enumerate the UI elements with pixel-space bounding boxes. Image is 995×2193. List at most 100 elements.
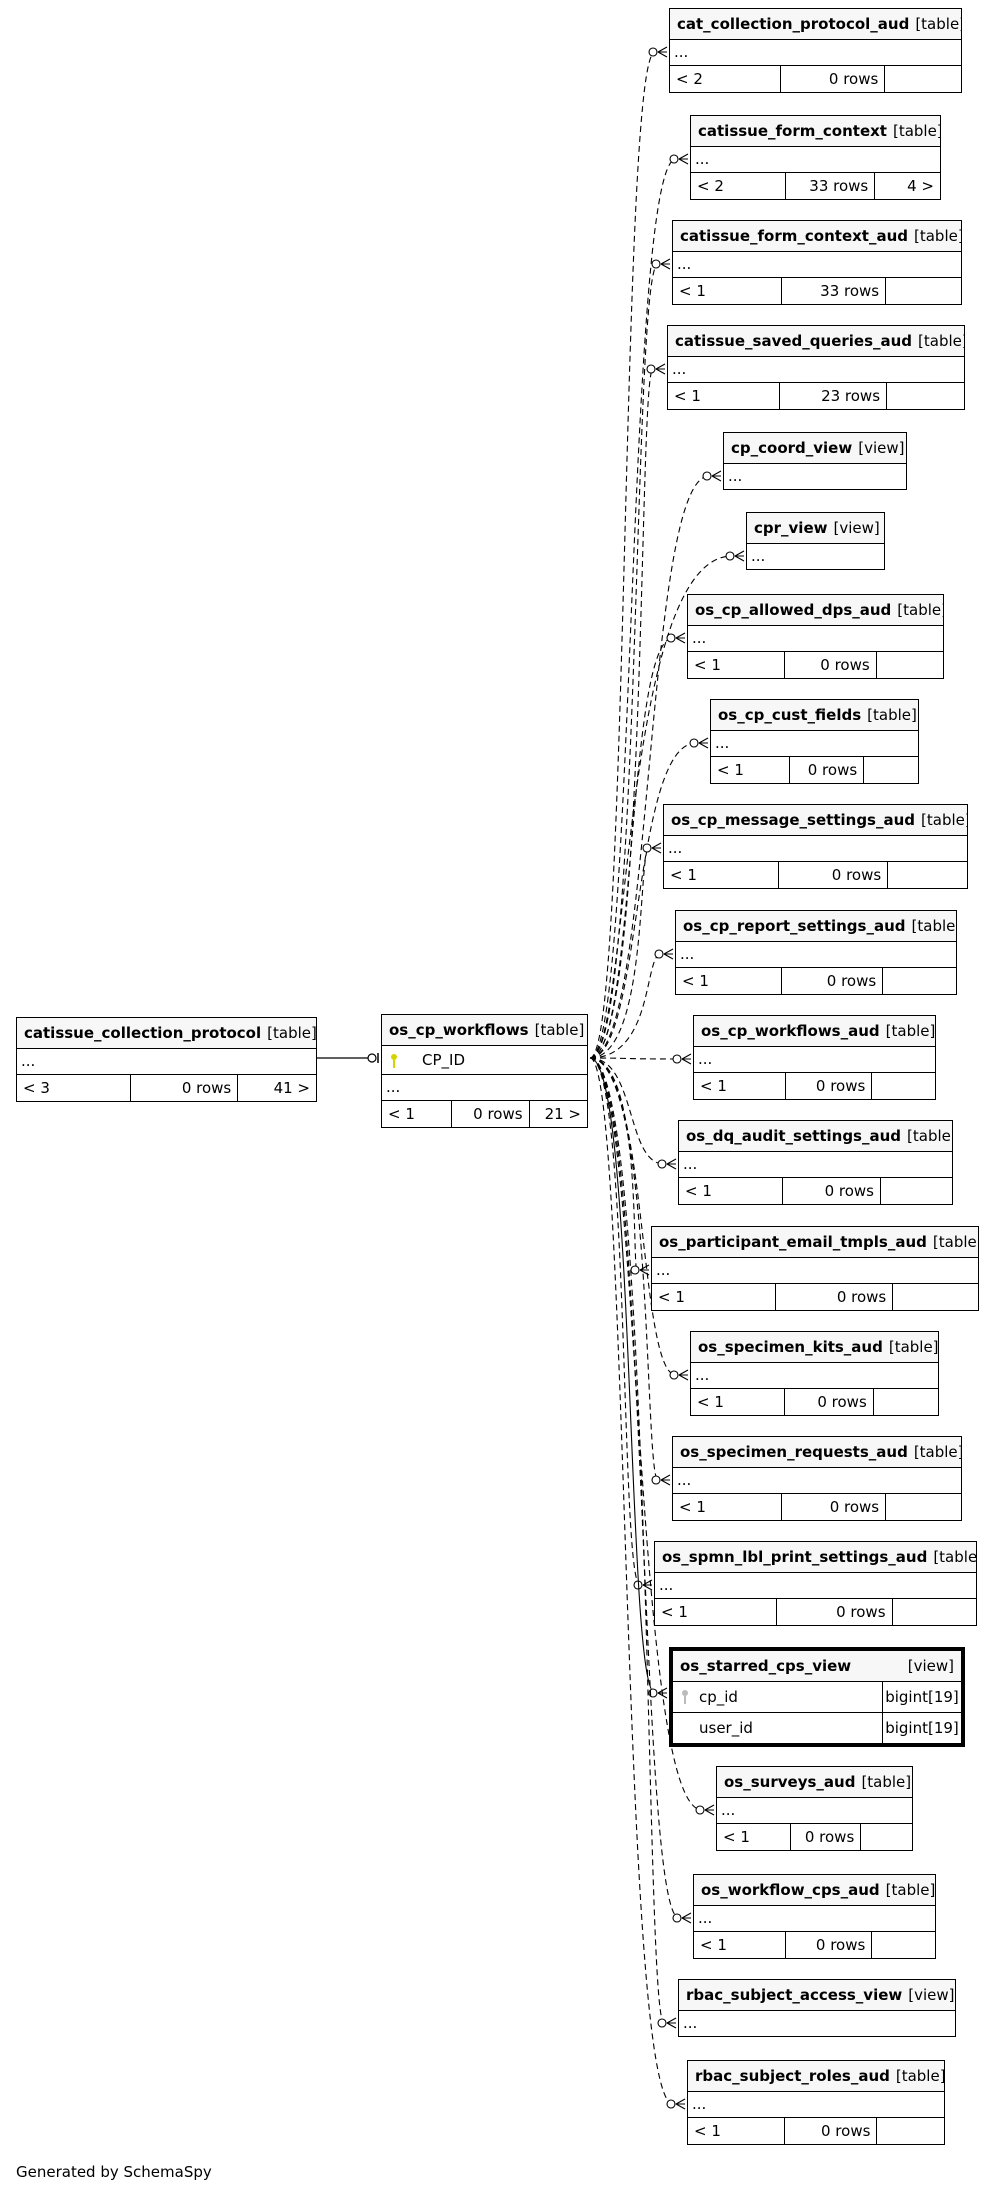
table-name: catissue_collection_protocol (24, 1024, 262, 1042)
table-header: catissue_saved_queries_aud [table] (668, 326, 964, 357)
parent-count: < 1 (664, 862, 780, 888)
link-optional-mark (642, 843, 652, 853)
columns-ellipsis: ... (694, 1047, 935, 1073)
table-name: catissue_saved_queries_aud (675, 332, 913, 350)
table-title: os_surveys_aud[table] (724, 1767, 911, 1797)
row-count: 0 rows (786, 1932, 873, 1958)
link-optional-mark (672, 1054, 682, 1064)
link-many-mark (666, 1158, 677, 1170)
table-kind: [table] (918, 332, 964, 350)
columns-ellipsis: ... (694, 1906, 935, 1932)
link-many-mark (704, 1804, 715, 1816)
columns-ellipsis: ... (728, 467, 743, 485)
link-many-mark (660, 258, 671, 270)
table-title: os_cp_message_settings_aud[table] (671, 805, 967, 835)
link-many-mark (678, 1369, 689, 1381)
table-title: rbac_subject_roles_aud[table] (695, 2061, 944, 2091)
parent-count: < 1 (691, 1389, 785, 1415)
columns-ellipsis: ... (683, 2014, 698, 2032)
child-table-cat-collection-protocol-aud[interactable]: cat_collection_protocol_aud[table]...< 2… (669, 8, 962, 93)
relationship-link (589, 1057, 665, 1165)
table-name: os_surveys_aud (724, 1773, 856, 1791)
table-header: os_participant_email_tmpls_aud[table] (652, 1227, 978, 1258)
child-table-cpr-view[interactable]: cpr_view[view]... (746, 512, 885, 570)
table-name: os_cp_workflows (389, 1021, 529, 1039)
link-optional-mark (669, 1370, 679, 1380)
row-count: 0 rows (781, 66, 886, 92)
child-count (874, 1389, 938, 1415)
child-count: 41 > (273, 1079, 310, 1097)
row-count: 0 rows (782, 968, 884, 994)
link-many-mark (675, 632, 686, 644)
table-header: catissue_form_context_aud[table] (673, 221, 961, 252)
child-table-os-cp-report-settings-aud[interactable]: os_cp_report_settings_aud[table]...< 10 … (675, 910, 957, 995)
child-count (888, 862, 967, 888)
main-table[interactable]: os_cp_workflows[table] CP_ID ... < 1 0 r… (381, 1014, 588, 1128)
table-header: os_starred_cps_view[view] (673, 1651, 961, 1682)
table-header: os_workflow_cps_aud[table] (694, 1875, 935, 1906)
child-table-rbac-subject-access-view[interactable]: rbac_subject_access_view[view]... (678, 1979, 956, 2037)
table-header: os_cp_allowed_dps_aud[table] (688, 595, 943, 626)
row-count: 0 rows (131, 1075, 239, 1101)
child-table-cp-coord-view[interactable]: cp_coord_view[view]... (723, 432, 907, 490)
link-optional-mark (695, 1805, 705, 1815)
relationship-link (589, 953, 662, 1059)
parent-count: < 1 (679, 1178, 783, 1204)
row-count: 0 rows (776, 1284, 894, 1310)
parent-count: < 1 (673, 1494, 783, 1520)
table-title: cp_coord_view[view] (731, 433, 904, 463)
columns-ellipsis: ... (670, 40, 961, 66)
link-many-mark (651, 842, 662, 854)
table-header: cat_collection_protocol_aud[table] (670, 9, 961, 40)
relationship-link (589, 555, 733, 1059)
row-count: 0 rows (785, 1389, 874, 1415)
row-count: 0 rows (785, 652, 877, 678)
row-count: 0 rows (785, 2118, 878, 2144)
table-header: os_spmn_lbl_print_settings_aud[table] (655, 1542, 976, 1573)
table-header: rbac_subject_roles_aud[table] (688, 2061, 944, 2092)
child-count: 4 > (907, 177, 934, 195)
table-name: os_spmn_lbl_print_settings_aud (662, 1548, 928, 1566)
table-title: os_cp_allowed_dps_aud[table] (695, 595, 943, 625)
row-count: 0 rows (782, 1494, 887, 1520)
table-kind: [view] (858, 439, 905, 457)
link-optional-mark (646, 364, 656, 374)
table-kind: [table] (915, 15, 961, 33)
column-name: user_id (673, 1713, 883, 1743)
relationship-link (589, 1057, 674, 2105)
table-title: os_cp_cust_fields[table] (718, 700, 917, 730)
child-table-os-participant-email-tmpls-aud[interactable]: os_participant_email_tmpls_aud[table]...… (651, 1226, 979, 1311)
table-name: os_specimen_kits_aud (698, 1338, 883, 1356)
relationship-link (589, 847, 650, 1059)
link-zero-mark (367, 1053, 377, 1063)
child-count (881, 1178, 952, 1204)
parent-count: < 1 (694, 1073, 786, 1099)
columns-ellipsis: ... (751, 547, 766, 565)
source-table[interactable]: catissue_collection_protocol[table] ... … (16, 1017, 317, 1102)
table-title: os_specimen_requests_aud[table] (680, 1437, 961, 1467)
child-table-os-spmn-lbl-print-settings-aud[interactable]: os_spmn_lbl_print_settings_aud[table]...… (654, 1541, 977, 1626)
child-count (883, 968, 956, 994)
table-name: os_starred_cps_view (680, 1657, 852, 1675)
